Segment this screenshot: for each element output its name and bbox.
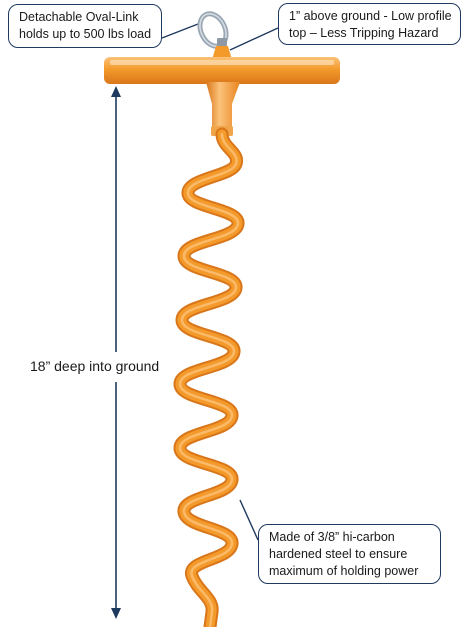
callout-oval-link: Detachable Oval-Link holds up to 500 lbs…: [8, 4, 162, 48]
callout-steel-line3: maximum of holding power: [269, 564, 419, 578]
callout-oval-link-line1: Detachable Oval-Link: [19, 10, 139, 24]
depth-arrow: [111, 86, 121, 619]
callout-low-profile-line1: 1” above ground - Low profile: [289, 9, 452, 23]
callout-low-profile-line2: top – Less Tripping Hazard: [289, 26, 439, 40]
callout-steel: Made of 3/8” hi-carbon hardened steel to…: [258, 524, 441, 584]
callout-low-profile: 1” above ground - Low profile top – Less…: [278, 3, 461, 45]
callout-oval-link-line2: holds up to 500 lbs load: [19, 27, 152, 41]
depth-label: 18” deep into ground: [30, 358, 160, 374]
oval-link: [197, 11, 232, 60]
callout-pointers: [161, 23, 279, 541]
t-handle: [104, 57, 340, 136]
callout-steel-line2: hardened steel to ensure: [269, 547, 408, 561]
spiral-coil: [173, 127, 245, 627]
callout-steel-line1: Made of 3/8” hi-carbon: [269, 530, 395, 544]
